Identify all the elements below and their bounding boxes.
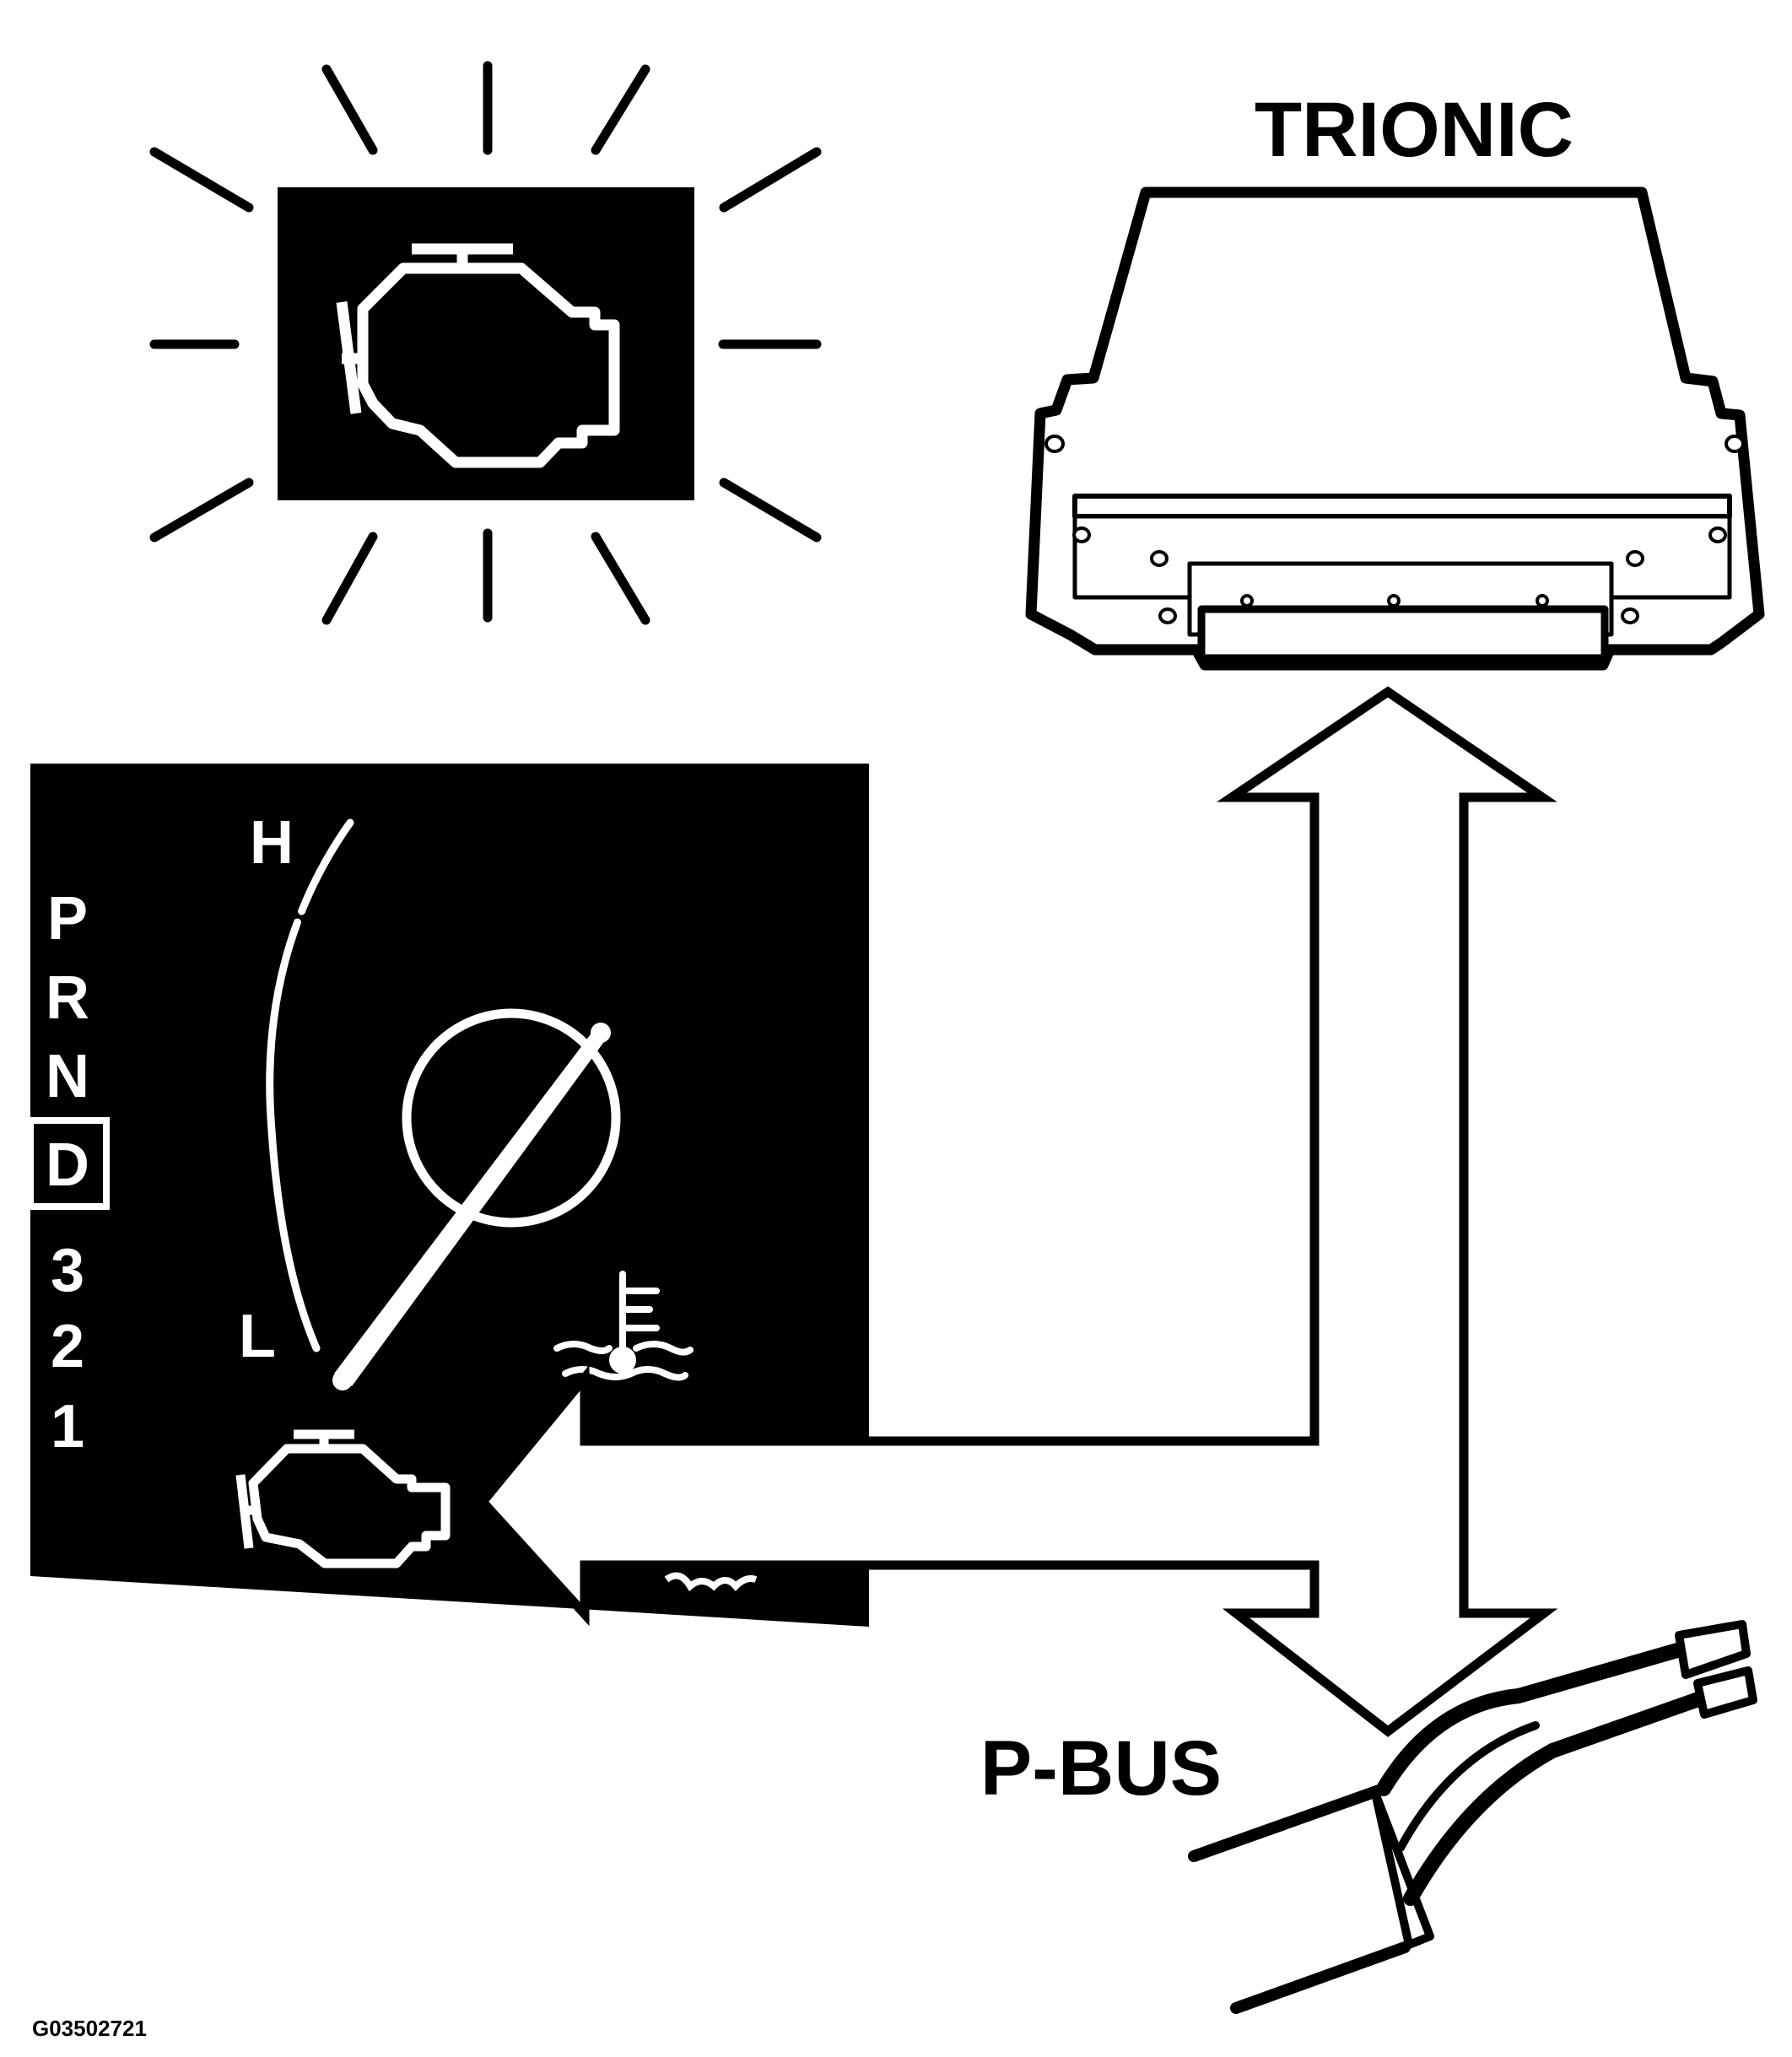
gauge-needle — [334, 1028, 606, 1386]
lamp-panel — [278, 187, 694, 500]
temperature-gauge: H L — [239, 809, 621, 1390]
coolant-temperature-icon — [553, 1271, 694, 1381]
gear-p: P — [47, 885, 88, 953]
gauge-needle-cap — [591, 1023, 611, 1043]
gauge-high-label: H — [250, 809, 294, 877]
selected-gear-frame — [27, 1117, 110, 1210]
gauge-needle-hub — [402, 1008, 621, 1228]
ecu-module-icon — [1025, 186, 1765, 671]
gear-2: 2 — [51, 1313, 84, 1380]
trionic-module: TRIONIC — [1025, 87, 1765, 671]
gear-1: 1 — [51, 1393, 84, 1460]
cluster-check-engine-icon — [235, 1429, 451, 1568]
instrument-cluster: P R N D 3 2 1 H L — [27, 764, 869, 1627]
gear-n: N — [46, 1043, 89, 1110]
cluster-panel — [30, 764, 869, 1627]
pbus-connector: P-BUS — [980, 1620, 1757, 2014]
trionic-label: TRIONIC — [1255, 87, 1573, 173]
flash-rays — [149, 61, 822, 625]
gear-d: D — [46, 1131, 89, 1199]
gear-3: 3 — [51, 1237, 84, 1304]
gauge-needle-tip — [332, 1370, 353, 1390]
gauge-low-label: L — [239, 1303, 276, 1370]
bus-arrow-path — [476, 686, 1558, 1737]
gear-r: R — [46, 964, 89, 1032]
warning-lamp — [149, 61, 822, 625]
signal-arrow — [476, 686, 1558, 1737]
cable-connector-icon — [1188, 1620, 1757, 2014]
figure-id: G03502721 — [32, 2016, 147, 2041]
check-engine-icon — [336, 243, 620, 468]
pbus-label: P-BUS — [980, 1725, 1222, 1811]
gear-selector: P R N D 3 2 1 — [27, 885, 110, 1460]
panel-edge-mark — [664, 1572, 758, 1592]
gauge-scale-arc — [266, 818, 354, 1352]
